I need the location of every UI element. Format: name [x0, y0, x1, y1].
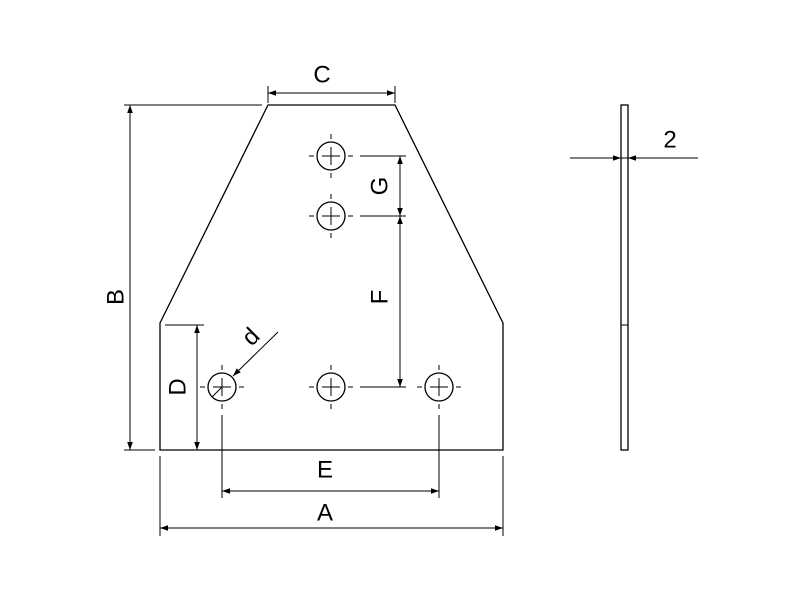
hole [309, 194, 353, 238]
dimension-a: A [159, 456, 504, 536]
dimension-d: D [165, 324, 204, 450]
dimension-label-d-diameter: d [237, 323, 266, 352]
dimension-f: F [360, 216, 406, 388]
hole [309, 365, 353, 409]
hole [309, 134, 353, 178]
side-view: 2 [570, 104, 698, 451]
dimension-label-f: F [367, 290, 394, 305]
thickness-label: 2 [663, 127, 676, 154]
dimension-g: G [360, 155, 406, 217]
dimension-label-a: A [317, 500, 333, 527]
dimension-label-d: D [165, 378, 192, 395]
hole [417, 365, 461, 409]
side-view-plate [620, 104, 629, 451]
dimension-label-b: B [103, 289, 130, 305]
plate-outline [159, 104, 504, 451]
dimension-label-e: E [317, 457, 333, 484]
dimension-label-c: C [313, 62, 330, 89]
dimension-label-g: G [367, 177, 394, 196]
holes [200, 134, 461, 409]
dimension-b: B [103, 104, 262, 451]
dimension-c: C [267, 62, 396, 103]
dimension-e: E [221, 415, 440, 498]
